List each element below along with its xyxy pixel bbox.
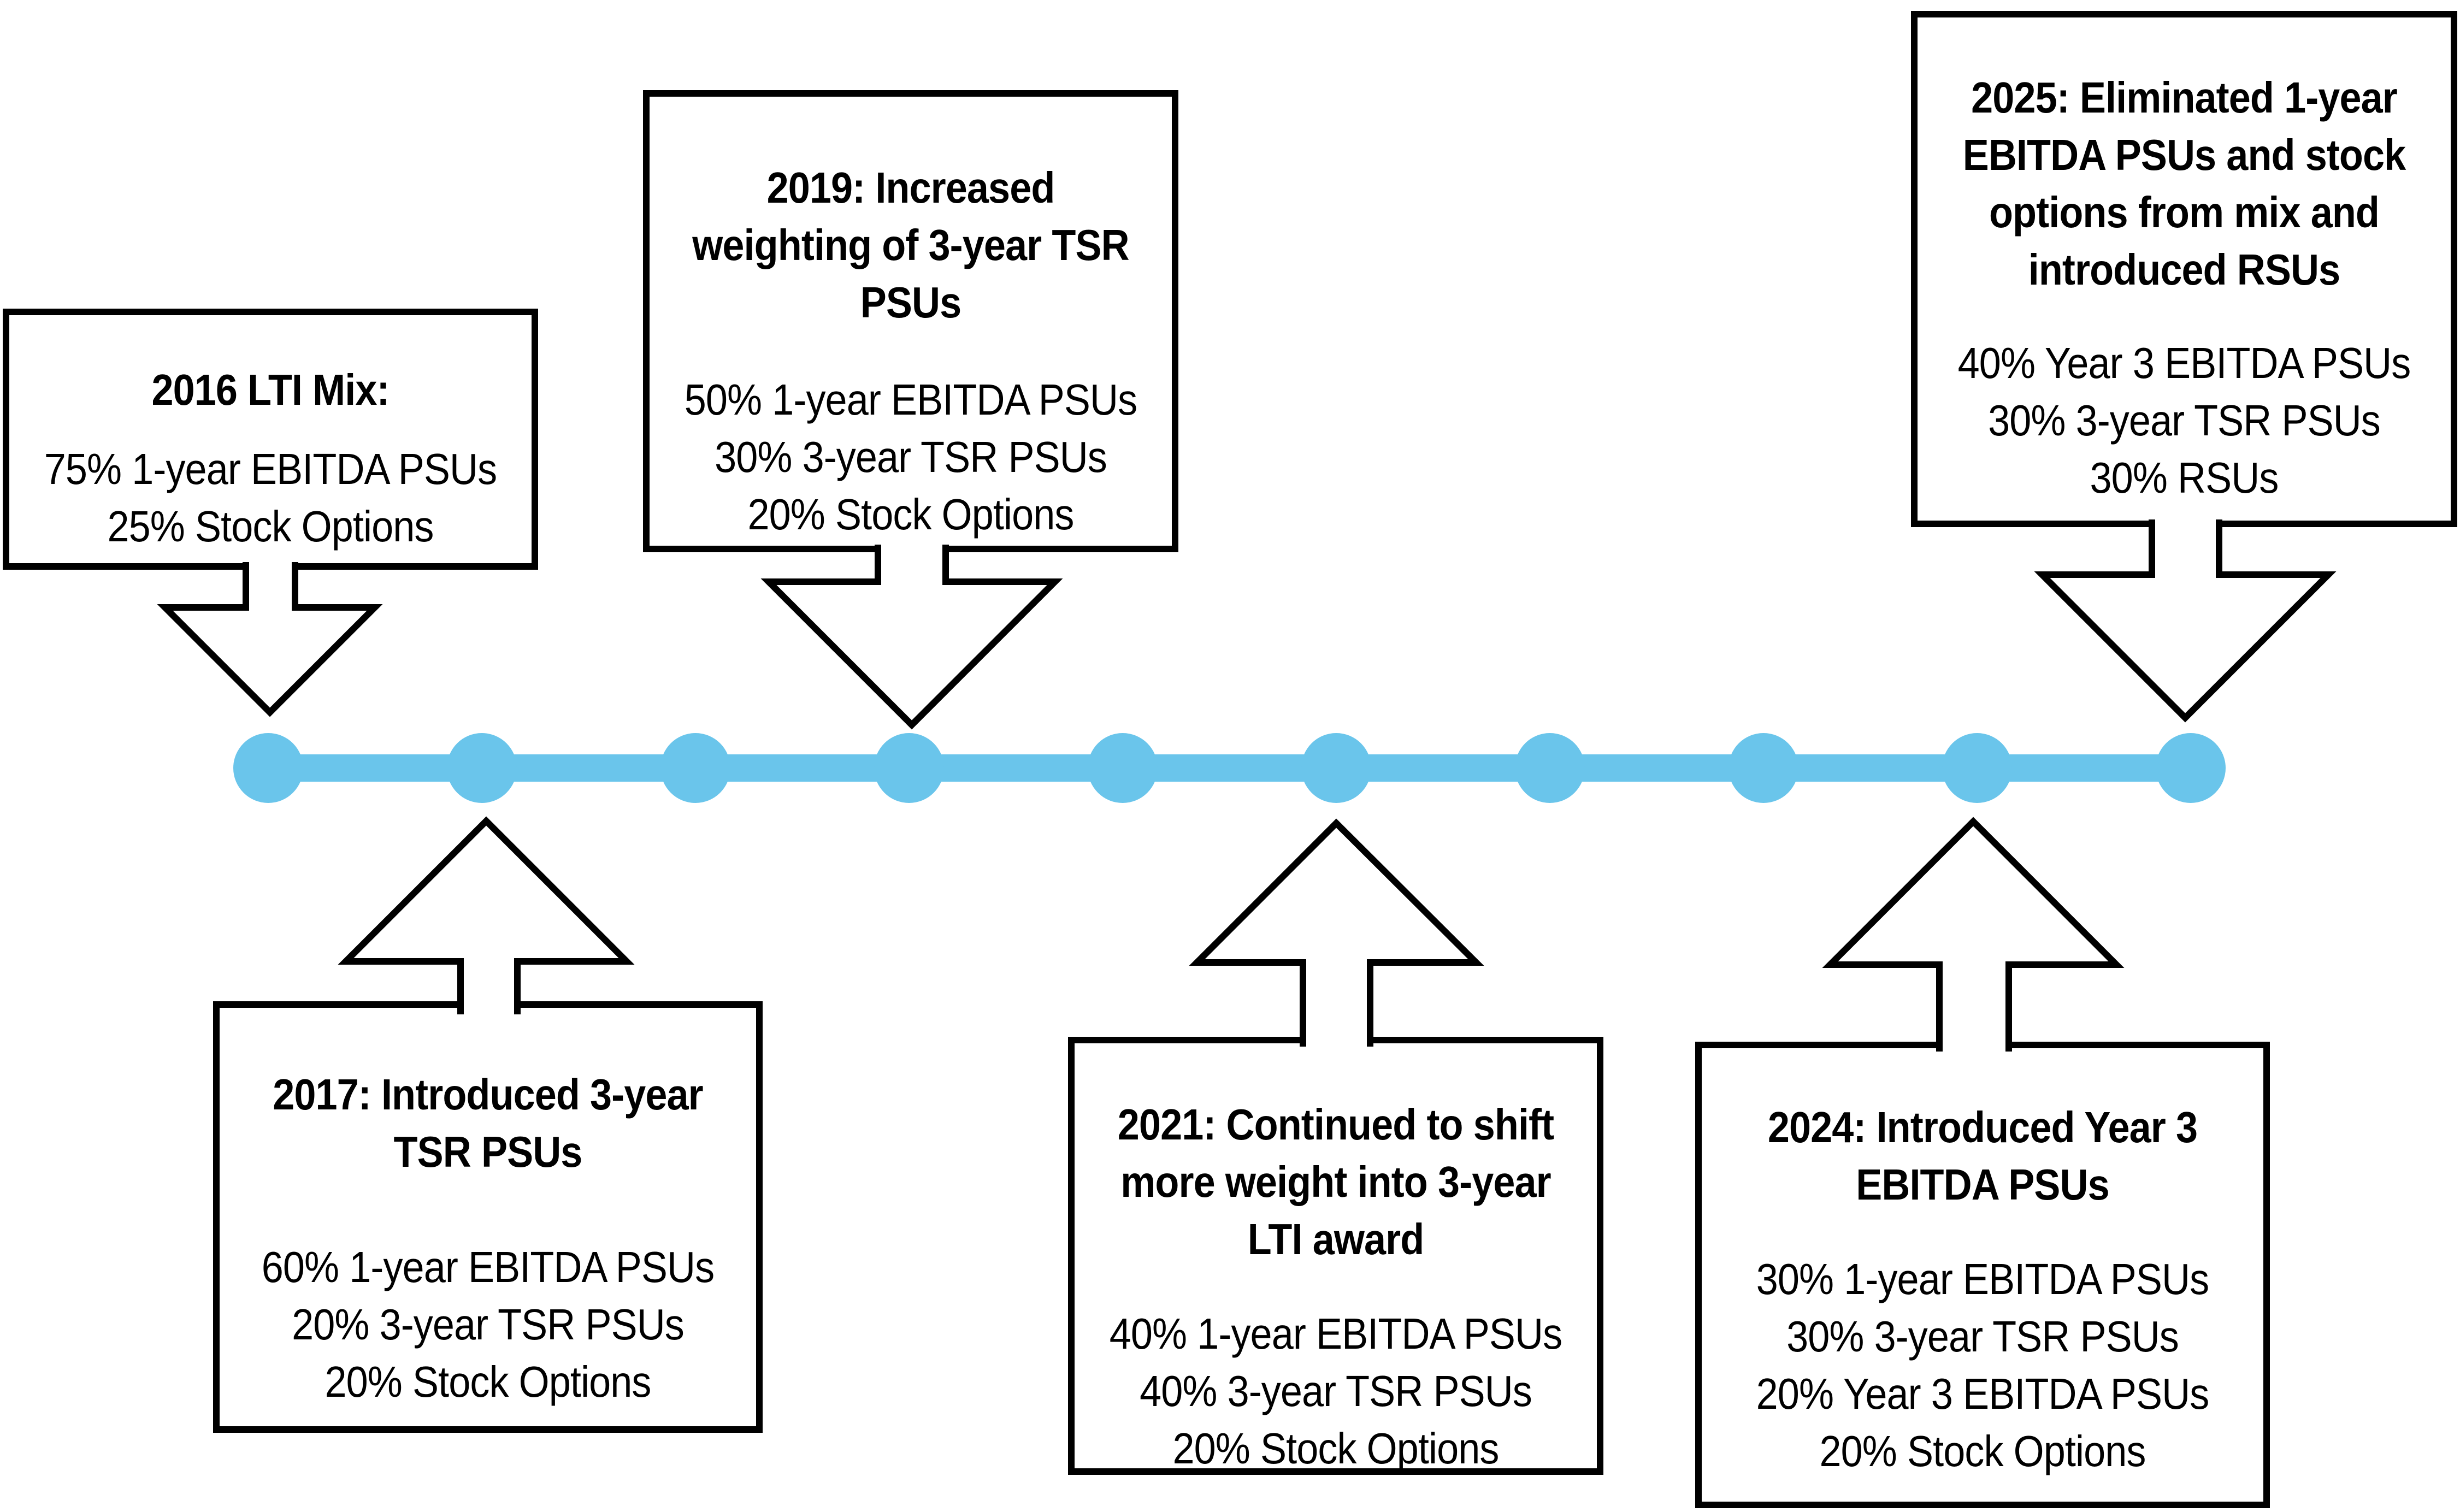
event-2025-title: 2025: Eliminated 1-year EBITDA PSUs and … [1962,73,2406,294]
arrow-connector-2021-up [1189,818,1484,1047]
arrow-connector-2019-down [760,545,1063,730]
event-2017-items: 60% 1-year EBITDA PSUs 20% 3-year TSR PS… [261,1243,715,1406]
event-2024-items: 30% 1-year EBITDA PSUs 30% 3-year TSR PS… [1756,1255,2210,1475]
event-2019: 2019: Increased weighting of 3-year TSR … [650,97,1172,563]
event-2021-items: 40% 1-year EBITDA PSUs 40% 3-year TSR PS… [1109,1309,1562,1473]
event-2019-title: 2019: Increased weighting of 3-year TSR … [692,163,1129,327]
event-2019-items: 50% 1-year EBITDA PSUs 30% 3-year TSR PS… [684,375,1137,539]
event-box-outline-2024 [1695,1042,2270,1508]
event-2017: 2017: Introduced 3-year TSR PSUs 60% 1-y… [220,1008,756,1430]
event-2016: 2016 LTI Mix: 75% 1-year EBITDA PSUs 25%… [9,315,532,575]
timeline-dot-3 [660,733,730,803]
timeline-dot-8 [1729,733,1798,803]
timeline-dot-4 [874,733,944,803]
event-2025-items: 40% Year 3 EBITDA PSUs 30% 3-year TSR PS… [1957,339,2411,502]
arrow-connector-2017-up [338,816,635,1014]
event-2024-title: 2024: Introduced Year 3 EBITDA PSUs [1767,1103,2198,1209]
arrow-connector-2025-down [2034,519,2337,723]
timeline [233,733,2226,803]
event-2017-title: 2017: Introduced 3-year TSR PSUs [273,1070,704,1176]
event-box-outline-2017 [213,1001,763,1433]
event-2025: 2025: Eliminated 1-year EBITDA PSUs and … [1918,17,2451,526]
arrow-connector-2016-down [157,562,383,717]
timeline-dot-2 [447,733,517,803]
timeline-dot-10 [2156,733,2226,803]
timeline-dot-7 [1515,733,1585,803]
timeline-dot-5 [1088,733,1158,803]
event-2016-title: 2016 LTI Mix: [151,365,390,414]
timeline-dot-9 [1942,733,2012,803]
timeline-dot-1 [233,733,303,803]
arrow-connector-2024-up [1822,817,2125,1052]
event-2021-title: 2021: Continued to shift more weight int… [1117,1100,1554,1263]
timeline-dot-6 [1301,733,1371,803]
event-2021: 2021: Continued to shift more weight int… [1075,1043,1597,1497]
event-2016-items: 75% 1-year EBITDA PSUs 25% Stock Options [44,445,497,551]
event-2024: 2024: Introduced Year 3 EBITDA PSUs 30% … [1702,1048,2263,1499]
